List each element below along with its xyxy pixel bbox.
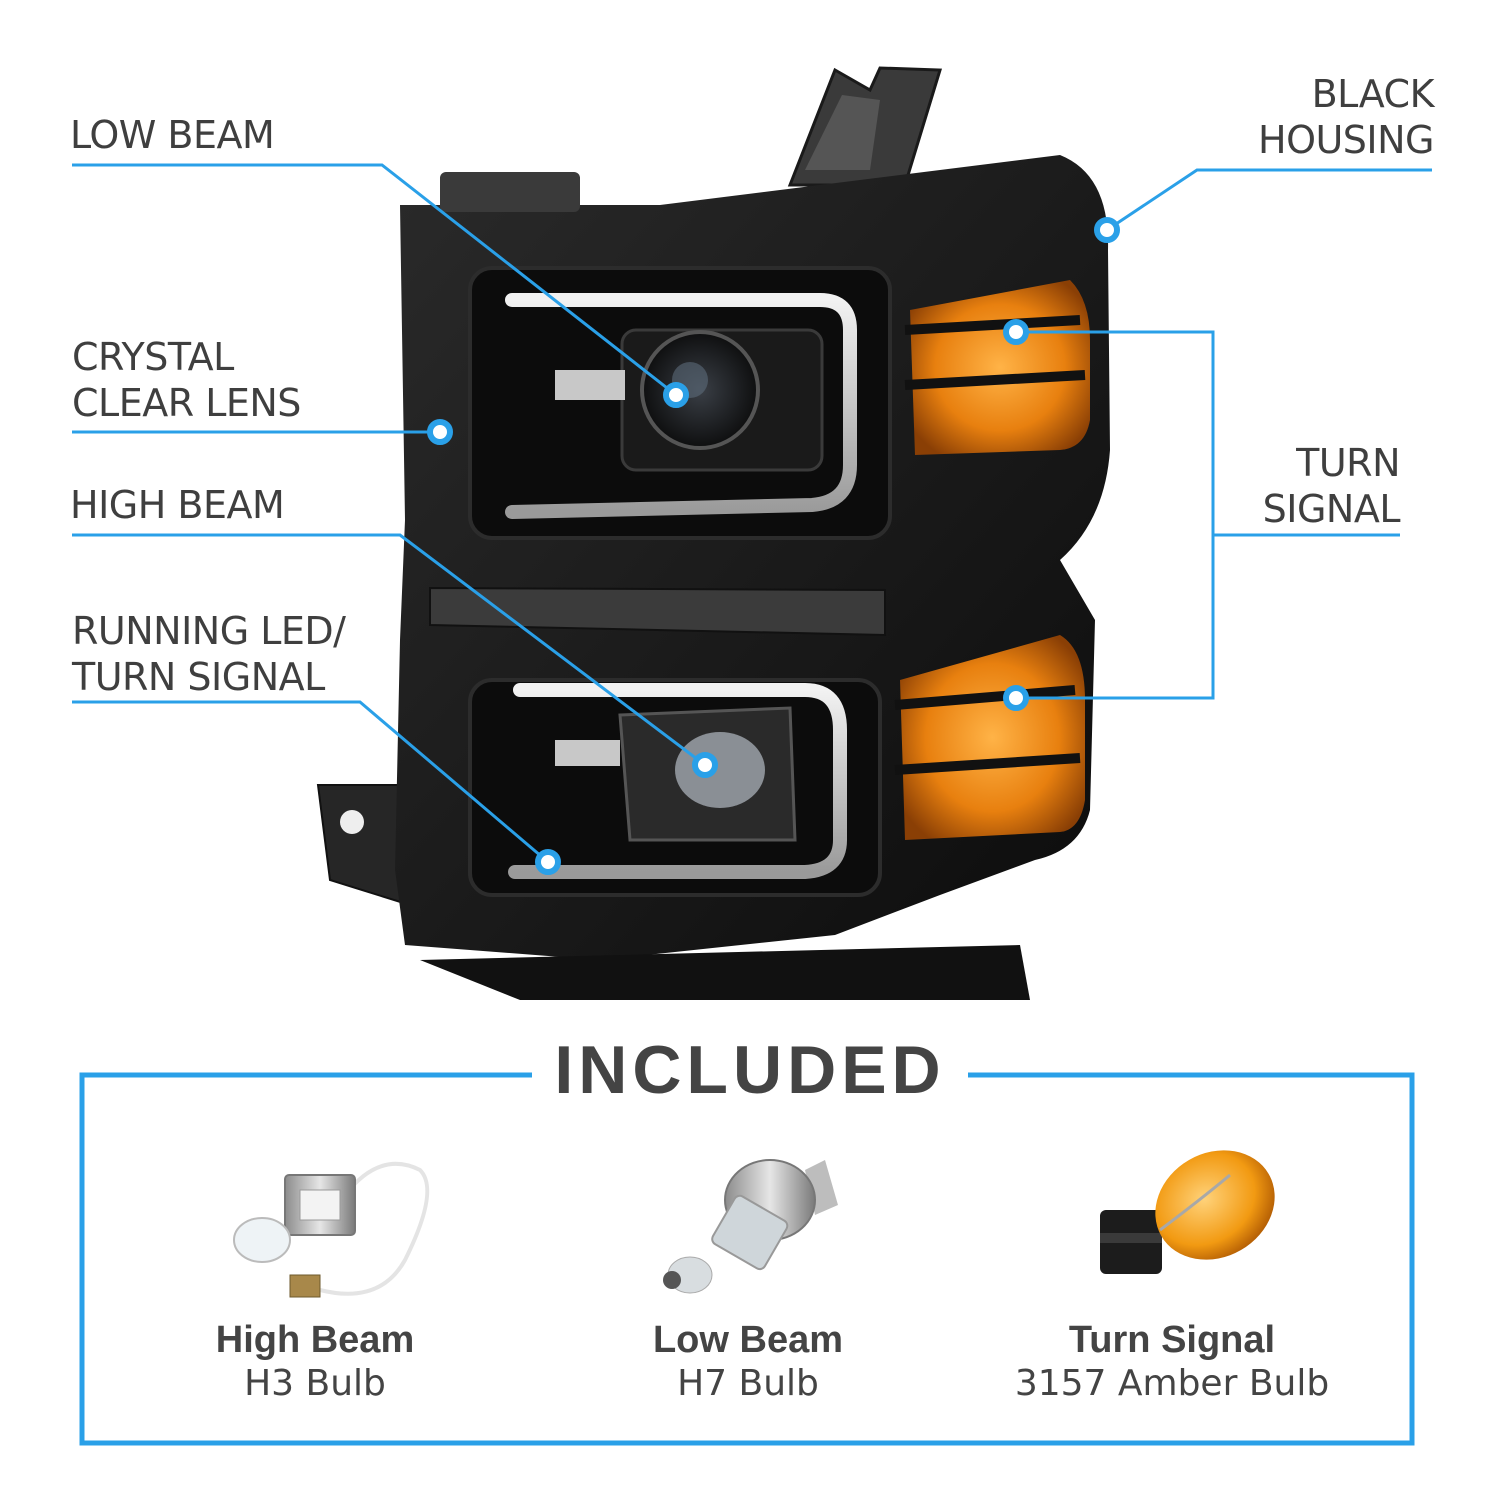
bulb-caption-turn-signal: Turn Signal 3157 Amber Bulb (962, 1318, 1382, 1406)
bulb-type: H7 Bulb (677, 1363, 819, 1404)
bulb-type: 3157 Amber Bulb (1014, 1363, 1330, 1404)
low-beam-dot (663, 382, 689, 408)
crystal-text-line1: CRYSTAL (72, 335, 234, 379)
turn-text-line1: TURN (1296, 441, 1400, 485)
high-beam-label: HIGH BEAM (70, 482, 285, 528)
running-text-line1: RUNNING LED/ (72, 609, 346, 653)
low-beam-text: LOW BEAM (70, 113, 275, 157)
lower-turn-dot (1003, 685, 1029, 711)
low-beam-label: LOW BEAM (70, 112, 275, 158)
high-beam-dot (692, 752, 718, 778)
upper-amber-corner (910, 280, 1090, 455)
3157-bulb-image (1100, 1150, 1275, 1274)
included-frame (79, 1072, 1415, 1446)
callout-lines (72, 163, 1432, 864)
bulb-name: Turn Signal (1068, 1319, 1276, 1361)
upper-turn-dot (1003, 319, 1029, 345)
bulb-caption-high-beam: High Beam H3 Bulb (105, 1318, 525, 1406)
included-heading: INCLUDED (0, 1030, 1500, 1110)
lower-led-tube (508, 683, 847, 879)
crystal-text-line2: CLEAR LENS (72, 381, 301, 425)
black-housing-dot (1094, 217, 1120, 243)
running-text-line2: TURN SIGNAL (72, 655, 325, 699)
black-housing-label: BLACK HOUSING (1258, 71, 1435, 163)
bulb-caption-low-beam: Low Beam H7 Bulb (538, 1318, 958, 1406)
bulb-name: Low Beam (652, 1319, 844, 1361)
upper-led-tube (505, 293, 857, 519)
black-text-line1: BLACK (1311, 72, 1435, 116)
h7-bulb-image (663, 1159, 838, 1294)
included-title-text: INCLUDED (532, 1032, 968, 1108)
black-text-line2: HOUSING (1258, 118, 1435, 162)
running-led-dot (535, 849, 561, 875)
lower-amber-corner (900, 635, 1085, 840)
turn-text-line2: SIGNAL (1262, 487, 1401, 531)
bulb-name: High Beam (215, 1319, 415, 1361)
mid-led-bar (429, 586, 886, 637)
bulb-type: H3 Bulb (244, 1363, 386, 1404)
high-beam-text: HIGH BEAM (70, 483, 285, 527)
callout-dots (427, 217, 1120, 875)
crystal-lens-dot (427, 419, 453, 445)
running-led-label: RUNNING LED/ TURN SIGNAL (72, 608, 346, 700)
h3-bulb-image (233, 1161, 430, 1298)
crystal-clear-lens-label: CRYSTAL CLEAR LENS (72, 334, 301, 426)
turn-signal-label: TURN SIGNAL (1262, 440, 1401, 532)
